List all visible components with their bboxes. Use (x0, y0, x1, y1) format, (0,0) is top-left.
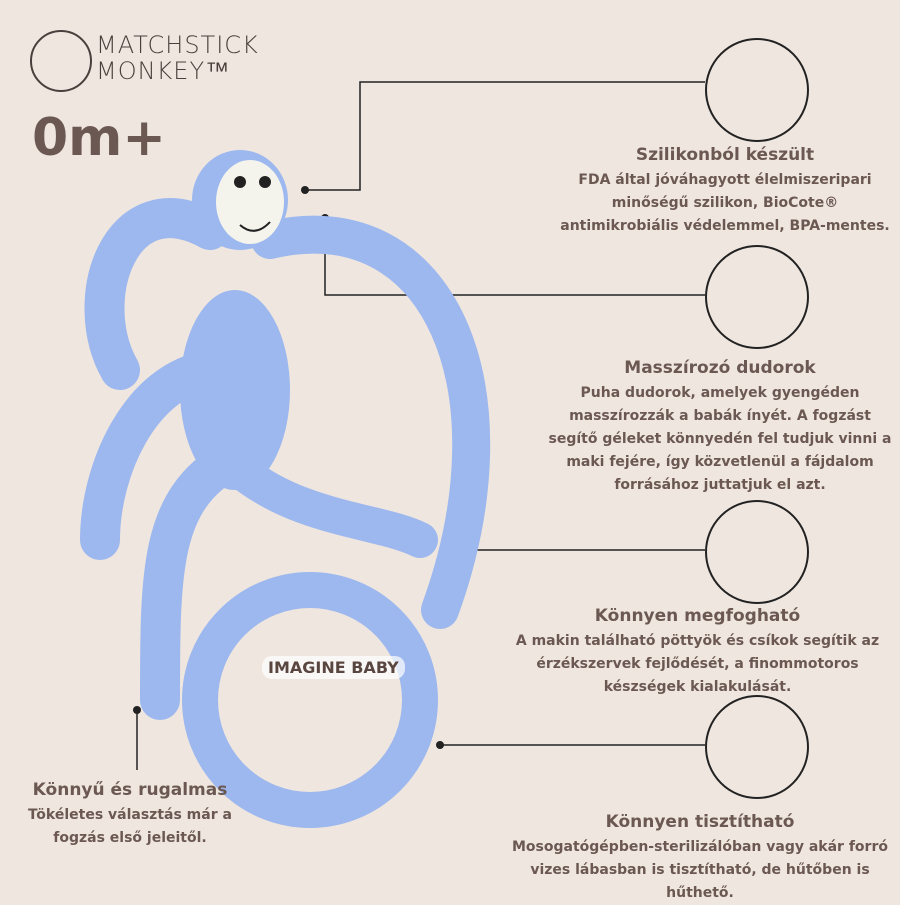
watermark: IMAGINE BABY (262, 656, 405, 679)
detail-circle-grip (705, 500, 809, 604)
feature-text: Puha dudorok, amelyek gyengéden masszíro… (548, 385, 892, 493)
brand-line2: MONKEY™ (96, 57, 231, 85)
detail-circle-head (705, 38, 809, 142)
detail-circle-ring (705, 695, 809, 799)
feature-title: Szilikonból készült (635, 145, 815, 165)
feature-title: Masszírozó dudorok (624, 358, 816, 378)
feature-title: Könnyen tisztítható (605, 812, 795, 832)
teether-toy-image (80, 150, 491, 828)
brand-line1: MATCHSTICK (96, 31, 259, 59)
feature-text: A makin található pöttyök és csíkok segí… (515, 633, 880, 695)
feature-text: FDA által jóváhagyott élelmiszeripari mi… (560, 172, 890, 234)
feature-title: Könnyen megfogható (594, 606, 801, 626)
age-label: 0m+ (32, 108, 166, 168)
feature-text: Tökéletes választás már a fogzás első je… (28, 807, 232, 846)
feature-grip: Könnyen megfogható A makin található pött… (505, 606, 890, 699)
feature-text: Mosogatógépben-sterilizálóban vagy akár … (512, 839, 888, 901)
feature-title: Könnyű és rugalmas (32, 780, 228, 800)
detail-circle-bumps (705, 245, 809, 349)
brand-logo-icon (30, 30, 92, 92)
